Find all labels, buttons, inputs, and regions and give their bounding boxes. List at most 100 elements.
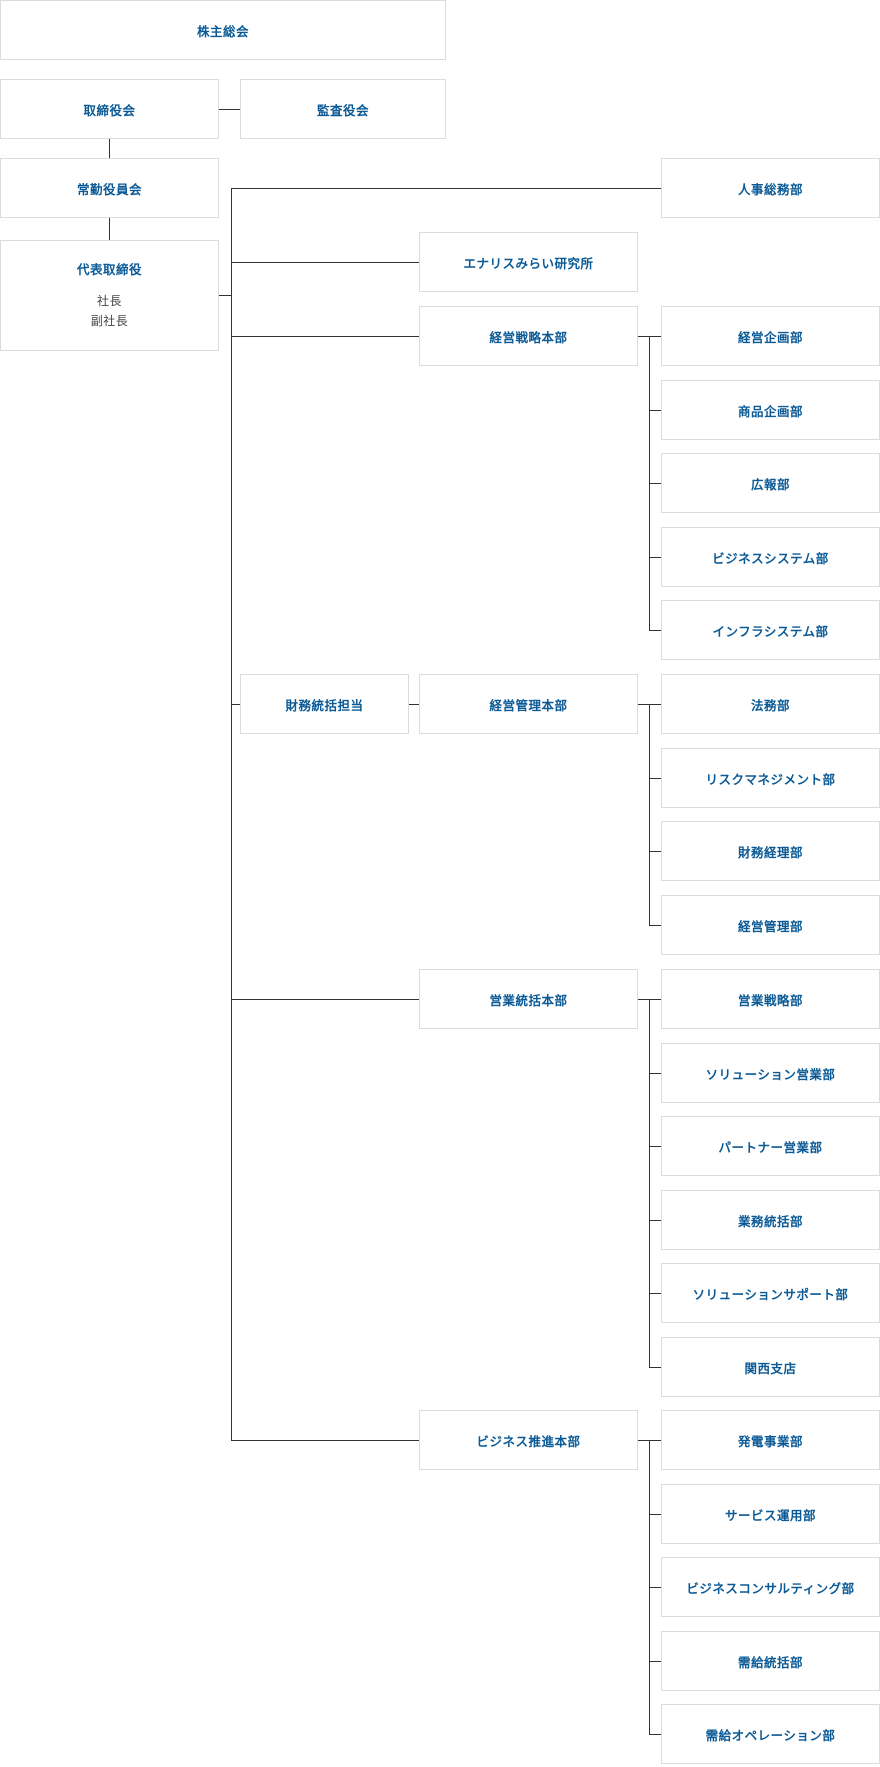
department-label: ビジネスシステム部 [712,550,829,566]
division-sales-branch-vertical [649,999,650,1368]
division-strategy-branch-0 [649,336,661,337]
department-box: 営業戦略部 [661,969,880,1029]
trunk-finance-connector [231,704,240,705]
division-strategy-stub [638,336,649,337]
division-sales-label: 営業統括本部 [489,992,568,1008]
department-box: 財務経理部 [661,821,880,881]
division-sales-branch-2 [649,1146,661,1147]
division-management-label: 経営管理本部 [489,697,568,713]
trunk-strategy-connector [231,336,419,337]
division-business-box: ビジネス推進本部 [419,1410,638,1470]
department-label: ソリューションサポート部 [692,1286,849,1302]
trunk-lab-connector [231,262,419,263]
division-management-stub [638,704,649,705]
department-box: パートナー営業部 [661,1116,880,1176]
department-box: 発電事業部 [661,1410,880,1470]
department-label: 需給統括部 [737,1654,803,1670]
ceo-title: 代表取締役 [76,261,142,277]
trunk-sales-connector [231,999,419,1000]
division-business-branch-3 [649,1661,661,1662]
department-box: 需給オペレーション部 [661,1704,880,1764]
trunk-business-connector [231,1440,419,1441]
department-label: 経営企画部 [737,329,803,345]
department-box: ソリューションサポート部 [661,1263,880,1323]
lab-box: エナリスみらい研究所 [419,232,638,292]
lab-label: エナリスみらい研究所 [463,255,594,271]
division-management-branch-3 [649,925,661,926]
department-label: 経営管理部 [737,918,803,934]
department-label: サービス運用部 [724,1507,816,1523]
board-auditors-connector [219,109,240,110]
division-business-label: ビジネス推進本部 [476,1433,581,1449]
department-box: 商品企画部 [661,380,880,440]
division-management-box: 経営管理本部 [419,674,638,734]
hr-label: 人事総務部 [737,181,803,197]
division-strategy-label: 経営戦略本部 [489,329,568,345]
department-box: 法務部 [661,674,880,734]
division-business-branch-0 [649,1440,661,1441]
executive-committee-label: 常勤役員会 [76,181,142,197]
department-label: 需給オペレーション部 [705,1727,836,1743]
ceo-president: 社長 [96,293,122,308]
division-strategy-box: 経営戦略本部 [419,306,638,366]
ceo-box: 代表取締役 社長 副社長 [0,240,219,351]
department-label: 発電事業部 [737,1433,803,1449]
executive-ceo-connector [109,218,110,240]
ceo-vice-president: 副社長 [90,313,129,328]
department-box: リスクマネジメント部 [661,748,880,808]
board-executive-connector [109,139,110,158]
department-box: ソリューション営業部 [661,1043,880,1103]
department-label: ソリューション営業部 [705,1066,836,1082]
department-box: 関西支店 [661,1337,880,1397]
department-label: 業務統括部 [737,1213,803,1229]
division-sales-branch-1 [649,1073,661,1074]
division-business-branch-2 [649,1587,661,1588]
division-management-branch-1 [649,778,661,779]
division-strategy-branch-1 [649,410,661,411]
division-sales-branch-4 [649,1293,661,1294]
finance-management-connector [409,704,419,705]
department-label: 法務部 [750,697,790,713]
ceo-trunk-stub [219,295,231,296]
division-business-branch-1 [649,1514,661,1515]
department-box: 経営管理部 [661,895,880,955]
department-box: ビジネスコンサルティング部 [661,1557,880,1617]
department-label: 商品企画部 [737,403,803,419]
division-sales-branch-5 [649,1367,661,1368]
department-label: 広報部 [750,476,790,492]
board-box: 取締役会 [0,79,219,139]
department-box: 広報部 [661,453,880,513]
shareholders-box: 株主総会 [0,0,446,60]
department-label: 営業戦略部 [737,992,803,1008]
department-label: インフラシステム部 [712,623,829,639]
shareholders-label: 株主総会 [196,23,249,39]
department-label: 関西支店 [744,1360,797,1376]
department-box: サービス運用部 [661,1484,880,1544]
department-label: リスクマネジメント部 [705,771,836,787]
department-box: 需給統括部 [661,1631,880,1691]
division-strategy-branch-2 [649,483,661,484]
department-box: ビジネスシステム部 [661,527,880,587]
division-strategy-branch-3 [649,557,661,558]
department-label: 財務経理部 [737,844,803,860]
division-management-branch-2 [649,851,661,852]
auditors-box: 監査役会 [240,79,446,139]
department-label: ビジネスコンサルティング部 [686,1580,855,1596]
division-business-stub [638,1440,649,1441]
division-strategy-branch-4 [649,630,661,631]
division-sales-branch-0 [649,999,661,1000]
department-box: 業務統括部 [661,1190,880,1250]
department-label: パートナー営業部 [718,1139,823,1155]
hr-box: 人事総務部 [661,158,880,218]
auditors-label: 監査役会 [316,102,369,118]
executive-committee-box: 常勤役員会 [0,158,219,218]
trunk-hr-connector [231,188,661,189]
finance-officer-box: 財務統括担当 [240,674,409,734]
division-sales-stub [638,999,649,1000]
main-trunk-line [231,188,232,1441]
department-box: インフラシステム部 [661,600,880,660]
division-management-branch-0 [649,704,661,705]
division-business-branch-4 [649,1734,661,1735]
division-sales-box: 営業統括本部 [419,969,638,1029]
